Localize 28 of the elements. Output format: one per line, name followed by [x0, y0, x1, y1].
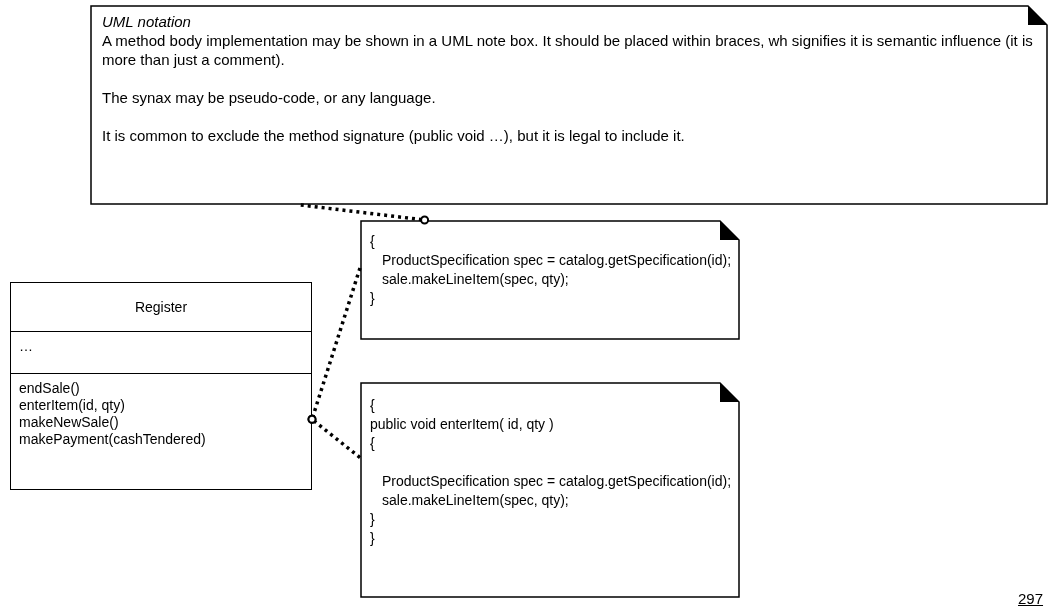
page-number: 297	[1018, 590, 1044, 607]
note-text: A method body implementation may be shown in a UML note box. It should be placed within braces, wh signifies it is semantic influence (it is more than just a comment).	[102, 31, 1034, 69]
code-line: }	[370, 510, 376, 529]
code-note-box	[360, 382, 740, 598]
dotted-connector	[307, 414, 362, 459]
method-text: makeNewSale()	[19, 414, 119, 431]
note-box	[90, 5, 1048, 205]
code-line: sale.makeLineItem(spec, qty);	[381, 491, 570, 510]
class-name: Register	[134, 298, 188, 316]
method-text: enterItem(id, qty)	[19, 397, 125, 414]
note-text: The synax may be pseudo-code, or any language.	[102, 88, 437, 107]
code-line: {	[370, 396, 376, 415]
code-line: ProductSpecification spec = catalog.getSpecification(id);	[381, 251, 730, 270]
method-text: makePayment(cashTendered)	[19, 431, 206, 448]
code-line: {	[370, 232, 376, 251]
code-line: {	[370, 434, 376, 453]
code-note-box	[360, 220, 740, 340]
attribute-text: …	[19, 338, 33, 355]
code-line: public void enterItem( id, qty )	[370, 415, 555, 434]
code-line: }	[370, 529, 376, 548]
code-line: ProductSpecification spec = catalog.getSpecification(id);	[381, 472, 730, 491]
note-text: It is common to exclude the method signature (public void …), but it is legal to include it.	[102, 126, 686, 145]
code-line: sale.makeLineItem(spec, qty);	[381, 270, 570, 289]
class-box	[10, 282, 312, 490]
dotted-connector	[300, 203, 430, 225]
note-heading: UML notation	[102, 13, 192, 31]
code-line: }	[370, 289, 376, 308]
method-text: endSale()	[19, 380, 80, 397]
